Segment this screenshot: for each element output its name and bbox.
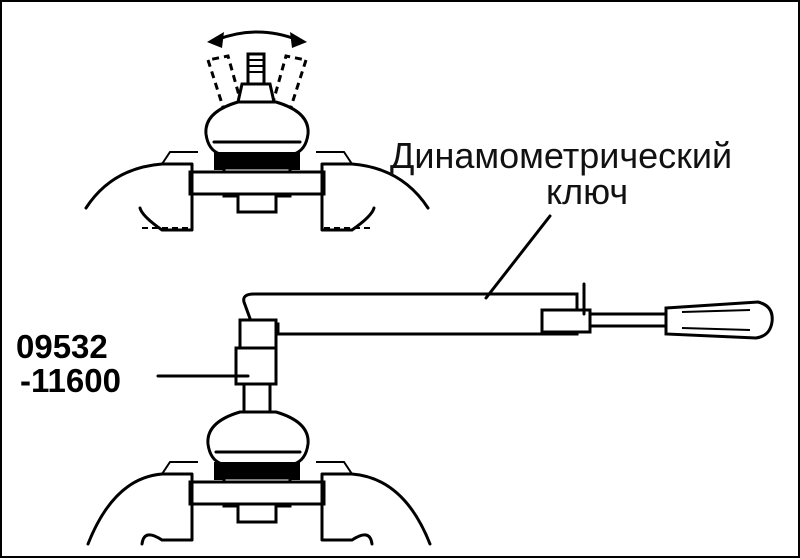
torque-wrench-handle (664, 300, 774, 340)
tool-number-label-line1: 09532 (16, 328, 108, 365)
special-tool (234, 346, 278, 386)
top-ball-joint-assembly (84, 30, 430, 232)
socket-adapter (238, 318, 278, 352)
torque-wrench-label-line2: ключ (546, 171, 628, 212)
tire-left (84, 162, 194, 232)
swing-arrow (207, 30, 307, 48)
tire-left-lower (86, 472, 194, 546)
control-arm (188, 170, 326, 196)
dust-boot (204, 100, 310, 156)
control-arm-lower (188, 480, 326, 506)
ball-stud (236, 52, 276, 104)
torque-wrench-label-line1: Динамометрический (390, 135, 732, 176)
dust-boot-lower (206, 410, 310, 466)
torque-wrench-beam (242, 292, 579, 336)
bottom-ball-joint-assembly (86, 282, 774, 546)
tire-right-lower (320, 472, 432, 546)
tire-right (320, 162, 430, 232)
torque-wrench-leader (484, 214, 552, 300)
joint-housing-lower (214, 462, 300, 480)
tool-number-label-line2: -11600 (20, 362, 121, 399)
joint-housing (214, 152, 300, 170)
